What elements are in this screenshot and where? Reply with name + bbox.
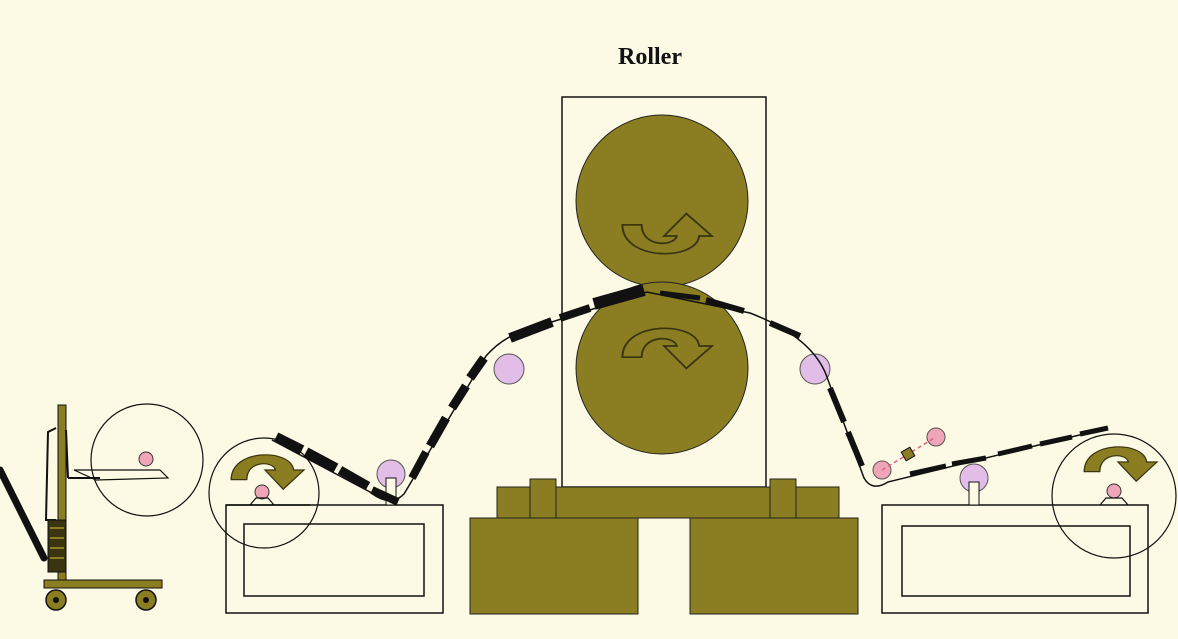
film-tiles <box>273 284 1109 506</box>
diagram-title: Roller <box>618 44 682 70</box>
right-rewind-hub <box>1106 483 1122 499</box>
guide-roller-left-upper <box>493 353 525 385</box>
guide-roller-right-upper <box>799 353 831 385</box>
lower-roller <box>575 281 749 455</box>
base-foot-right <box>689 517 859 615</box>
left-unwind-roll-outline <box>208 437 320 549</box>
base-block-right <box>769 478 797 519</box>
upper-roller <box>575 114 749 288</box>
left-table <box>225 504 444 614</box>
hand-truck-icon <box>0 404 163 611</box>
right-rewind-roll-outline <box>1051 433 1177 559</box>
base-foot-left <box>469 517 639 615</box>
left-unwind-bracket <box>249 497 275 506</box>
left-unwind-curved-arrow-icon <box>230 454 305 490</box>
right-rewind-curved-arrow-icon <box>1083 446 1158 482</box>
left-unwind-hub <box>254 484 270 500</box>
right-rewind-bracket <box>1099 497 1129 506</box>
right-table <box>881 504 1149 614</box>
loading-roll-outline <box>90 403 204 517</box>
loading-roll-hub <box>138 451 154 467</box>
base-block-left <box>529 478 557 519</box>
